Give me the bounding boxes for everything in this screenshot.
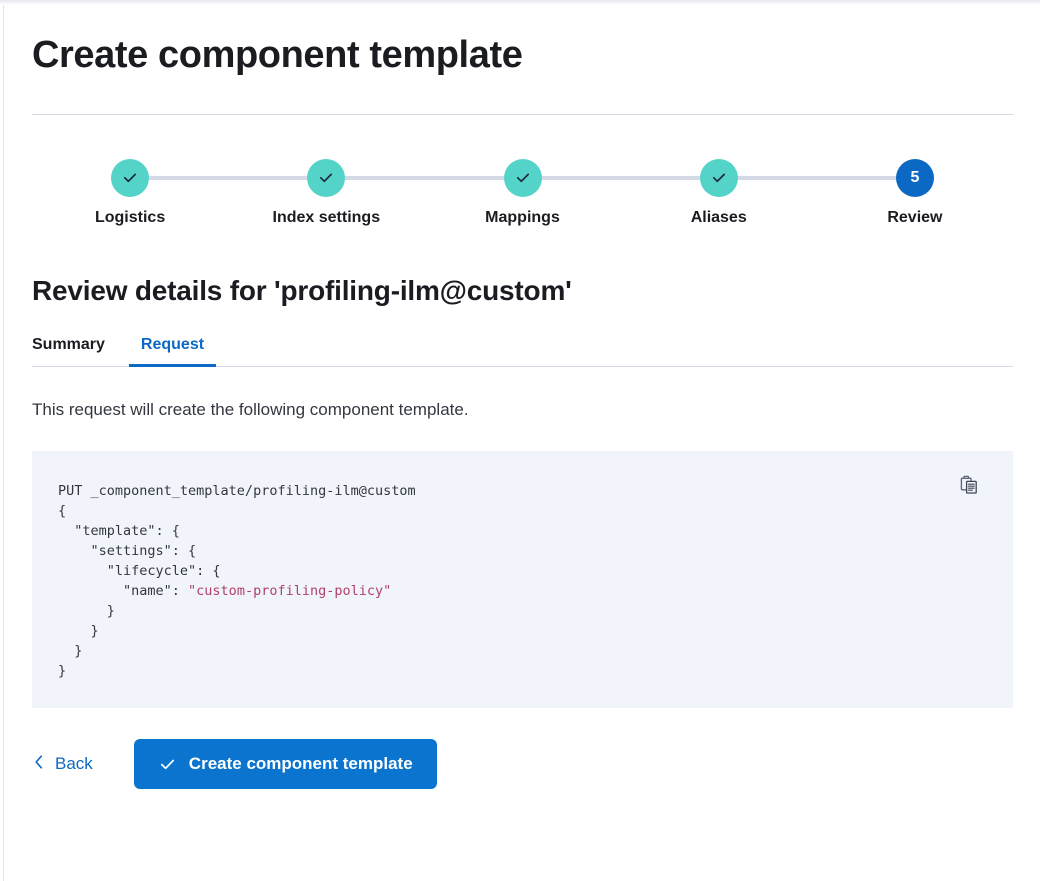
page-title: Create component template bbox=[32, 34, 523, 76]
window-left-border bbox=[3, 5, 4, 881]
step-logistics[interactable]: Logistics bbox=[32, 158, 327, 227]
step-index-settings[interactable]: Index settings bbox=[228, 158, 523, 227]
check-icon bbox=[158, 755, 177, 774]
step-indicator-row: 5 bbox=[817, 158, 1013, 197]
create-component-template-button[interactable]: Create component template bbox=[133, 739, 437, 790]
step-label: Logistics bbox=[94, 208, 166, 226]
step-number: 5 bbox=[910, 168, 920, 186]
check-icon bbox=[317, 169, 335, 187]
step-status-complete bbox=[111, 158, 150, 197]
copy-clipboard-icon[interactable] bbox=[953, 469, 985, 501]
step-connector bbox=[718, 175, 915, 180]
step-status-complete bbox=[699, 158, 738, 197]
review-tabs: Summary Request bbox=[32, 336, 1013, 367]
step-indicator-row bbox=[621, 158, 915, 197]
wizard-actions: Back Create component template bbox=[32, 739, 1012, 790]
back-button[interactable]: Back bbox=[32, 753, 93, 776]
tab-summary[interactable]: Summary bbox=[20, 336, 117, 367]
request-code-block: PUT _component_template/profiling-ilm@cu… bbox=[32, 451, 1013, 709]
check-icon bbox=[710, 169, 728, 187]
check-icon bbox=[514, 169, 532, 187]
step-indicator-row bbox=[32, 158, 327, 197]
chevron-left-icon bbox=[32, 753, 46, 776]
step-status-complete bbox=[503, 158, 542, 197]
step-indicator-row bbox=[424, 158, 719, 197]
step-status-complete bbox=[307, 158, 346, 197]
check-icon bbox=[121, 169, 139, 187]
request-code-text: PUT _component_template/profiling-ilm@cu… bbox=[58, 483, 416, 680]
step-aliases[interactable]: Aliases bbox=[621, 158, 915, 227]
wizard-stepper: Logistics Index settings bbox=[32, 158, 1013, 227]
create-button-label: Create component template bbox=[188, 754, 413, 774]
step-label: Review bbox=[887, 208, 943, 226]
step-label: Mappings bbox=[485, 208, 560, 226]
step-connector bbox=[130, 175, 327, 180]
step-indicator-row bbox=[228, 158, 523, 197]
back-button-label: Back bbox=[55, 754, 93, 774]
tab-request[interactable]: Request bbox=[128, 336, 217, 367]
step-label: Aliases bbox=[690, 208, 747, 226]
step-connector bbox=[522, 175, 719, 180]
step-mappings[interactable]: Mappings bbox=[424, 158, 719, 227]
step-review[interactable]: 5 Review bbox=[817, 158, 1013, 227]
section-title: Review details for 'profiling-ilm@custom… bbox=[32, 274, 572, 306]
step-label: Index settings bbox=[272, 208, 381, 226]
step-status-current: 5 bbox=[895, 158, 934, 197]
step-connector bbox=[326, 175, 523, 180]
page-content: Create component template Logistics bbox=[4, 5, 1040, 881]
request-description: This request will create the following c… bbox=[32, 399, 469, 419]
title-divider bbox=[32, 113, 1013, 115]
window-top-chrome bbox=[0, 0, 1040, 5]
